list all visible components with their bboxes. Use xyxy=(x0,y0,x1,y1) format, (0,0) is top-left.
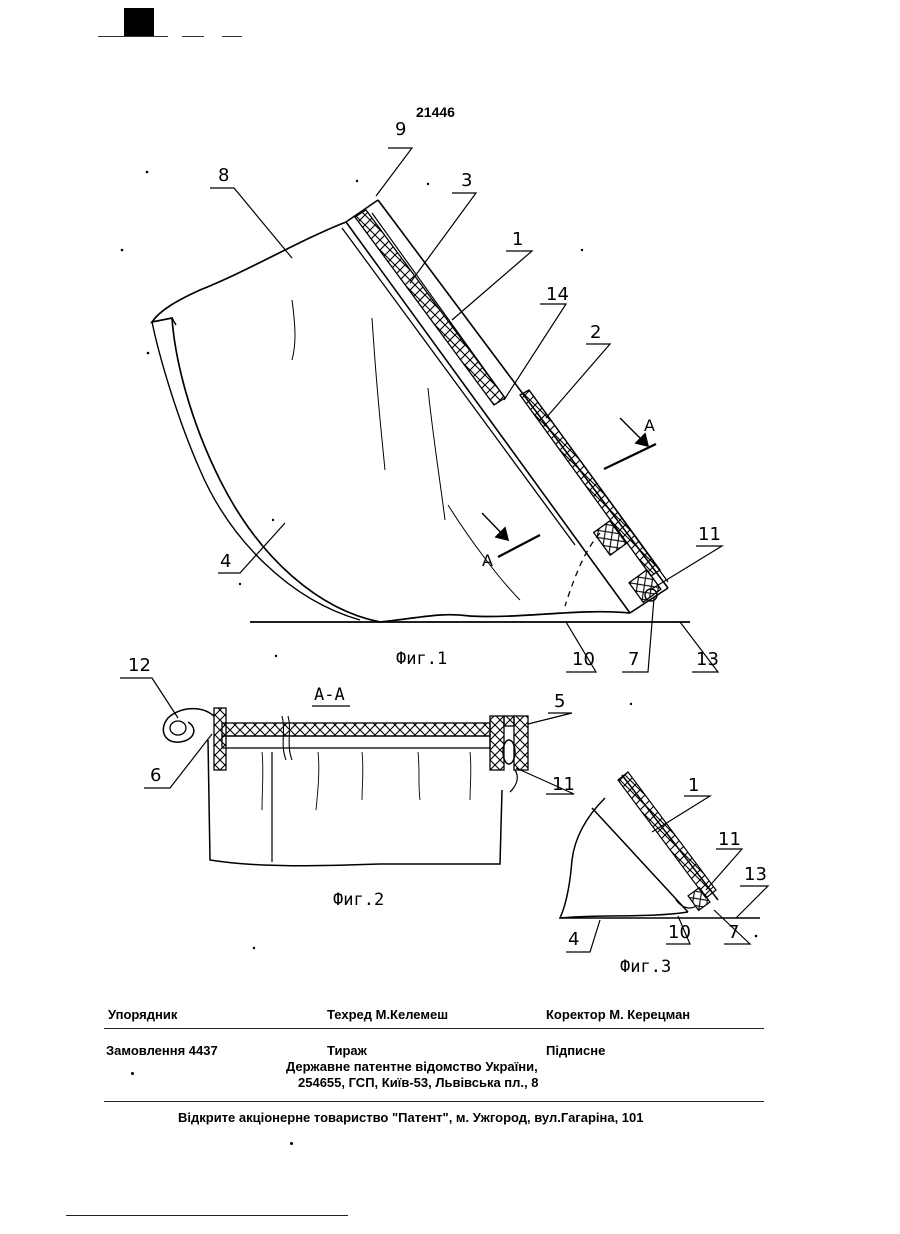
bottom-rule xyxy=(66,1215,348,1216)
label-2: 2 xyxy=(590,322,601,343)
scan-speck xyxy=(290,1142,293,1145)
label-9: 9 xyxy=(395,119,406,140)
label-section-a-right: A xyxy=(644,416,655,435)
label-8: 8 xyxy=(218,165,229,186)
imprint-rule-2 xyxy=(104,1101,764,1102)
patent-number: 21446 xyxy=(416,104,455,120)
figure-1 xyxy=(152,148,722,672)
label-12: 12 xyxy=(128,655,151,676)
technical-drawing: 21446 xyxy=(0,0,900,1010)
imprint-office-line2: 254655, ГСП, Київ-53, Львівська пл., 8 xyxy=(298,1075,538,1090)
section-a-a-label: А-А xyxy=(314,685,345,705)
figure-2-caption: Фиг.2 xyxy=(333,890,384,910)
imprint-rule-1 xyxy=(104,1028,764,1029)
imprint-techred: Техред М.Келемеш xyxy=(327,1007,448,1022)
label-6: 6 xyxy=(150,765,161,786)
label-11-fig2: 11 xyxy=(552,774,575,795)
imprint-circulation: Тираж xyxy=(327,1043,367,1058)
label-10: 10 xyxy=(572,649,595,670)
label-7: 7 xyxy=(628,649,639,670)
label-13-fig3: 13 xyxy=(744,864,767,885)
scan-speck xyxy=(131,1072,134,1075)
imprint-order: Замовлення 4437 xyxy=(106,1043,218,1058)
figure-3-caption: Фиг.3 xyxy=(620,957,671,977)
imprint-subscription: Підписне xyxy=(546,1043,605,1058)
label-10-fig3: 10 xyxy=(668,922,691,943)
figure-2-labels: А-А 12 5 6 11 Фиг.2 xyxy=(128,655,575,910)
label-13: 13 xyxy=(696,649,719,670)
imprint-corrector: Коректор М. Керецман xyxy=(546,1007,690,1022)
label-4: 4 xyxy=(220,551,231,572)
figure-1-caption: Фиг.1 xyxy=(396,649,447,669)
imprint-publisher: Відкрите акціонерне товариство "Патент",… xyxy=(178,1110,644,1125)
label-1: 1 xyxy=(512,229,523,250)
figure-2 xyxy=(120,678,574,866)
label-3: 3 xyxy=(461,170,472,191)
label-5: 5 xyxy=(554,691,565,712)
label-1-fig3: 1 xyxy=(688,775,699,796)
label-11: 11 xyxy=(698,524,721,545)
imprint-office-line1: Державне патентне відомство України, xyxy=(286,1059,538,1074)
label-11-fig3: 11 xyxy=(718,829,741,850)
label-7-fig3: 7 xyxy=(728,922,739,943)
label-4-fig3: 4 xyxy=(568,929,579,950)
label-14: 14 xyxy=(546,284,569,305)
imprint-compiler: Упорядник xyxy=(108,1007,177,1022)
label-section-a-left: A xyxy=(482,551,493,570)
